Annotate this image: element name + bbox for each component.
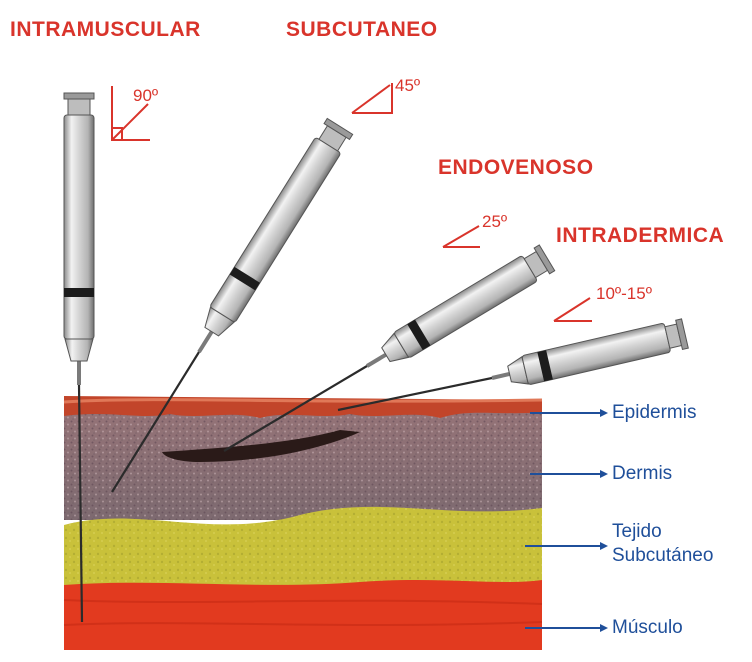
layer-label-epidermis: Epidermis [612,401,696,425]
title-intradermal: INTRADERMICA [556,224,724,248]
layer-label-dermis: Dermis [612,462,672,486]
angle-45-icon [352,83,392,113]
muscle-layer [64,580,542,650]
angle-label-intradermal: 10º-15º [596,284,652,304]
angle-label-subcutaneous: 45º [395,76,420,96]
angle-10-15-icon [554,298,592,321]
layer-label-muscle: Músculo [612,616,683,640]
title-endovenous: ENDOVENOSO [438,156,594,180]
angle-label-intramuscular: 90º [133,86,158,106]
angle-25-icon [443,226,480,247]
skin-cross-section [64,396,542,650]
angle-label-endovenous: 25º [482,212,507,232]
syringe-subcutaneous [186,118,352,359]
layer-label-subcutaneous: Tejido Subcutáneo [612,520,713,568]
title-intramuscular: INTRAMUSCULAR [10,18,201,42]
title-subcutaneous: SUBCUTANEO [286,18,438,42]
syringe-intradermal [489,319,689,393]
syringe-intramuscular [64,93,94,385]
